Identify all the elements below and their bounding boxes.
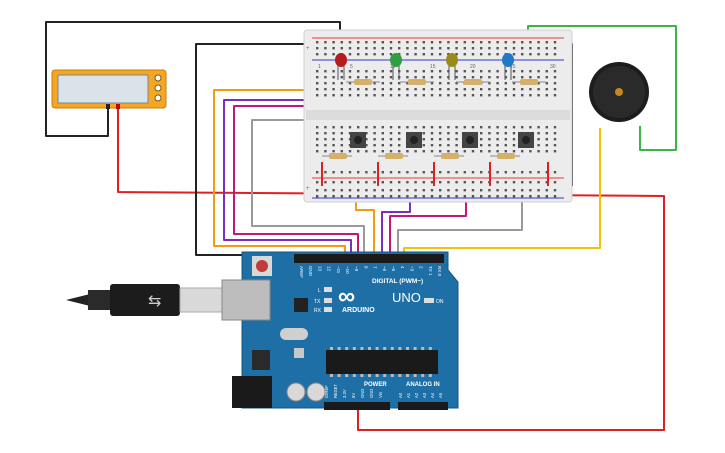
power-pin-label: IOREF: [324, 385, 329, 398]
col-label-5: 5: [350, 64, 353, 70]
digital-pin-label: 2: [419, 266, 424, 269]
power-pin-label: 3.3V: [342, 389, 347, 398]
wire-green-buzzer[interactable]: [527, 25, 677, 151]
arduino-brand: ARDUINO: [342, 307, 375, 314]
resistor-top-2[interactable]: [400, 79, 434, 85]
analog-pin-label: A3: [422, 392, 427, 398]
on-label: ON: [436, 299, 444, 305]
digital-pin-label: GND: [308, 266, 313, 277]
digital-pin-label: ~10: [345, 266, 350, 274]
arduino-uno: AREF GND 13 12 ~11 ~10 ~9 8 7 ~6 ~5 4 ~3 2 TX 1 RX 0 DI…: [221, 251, 459, 410]
capacitor-1: [286, 382, 306, 402]
power-pin-label: GND: [360, 389, 365, 398]
col-label-30: 30: [550, 64, 556, 70]
arduino-model: UNO: [392, 290, 421, 305]
chip-small: [294, 298, 308, 312]
power-pin-label: GND: [369, 389, 374, 398]
power-label: POWER: [364, 382, 387, 388]
capacitor-2: [306, 382, 326, 402]
tx-label: TX: [314, 299, 321, 305]
power-pin-label: 5V: [351, 393, 356, 398]
crystal: [280, 328, 308, 340]
resistor-top-4[interactable]: [512, 79, 546, 85]
voltage-regulator: [252, 350, 270, 370]
usb-port[interactable]: [221, 279, 271, 321]
led-yellow[interactable]: [446, 53, 458, 80]
resistor-top-1[interactable]: [346, 79, 380, 85]
rx-label: RX: [314, 308, 322, 314]
col-label-20: 20: [470, 64, 476, 70]
power-jack[interactable]: [232, 376, 272, 408]
wire-purple-1[interactable]: [223, 99, 430, 255]
resistor-bottom-2[interactable]: [378, 153, 408, 159]
wire-gray-btn[interactable]: [397, 176, 523, 255]
power-pin-label: RESET: [333, 384, 338, 398]
analog-pin-label: A0: [398, 392, 403, 398]
wire-black-lcd[interactable]: [45, 21, 341, 137]
digital-pin-label: 13: [317, 266, 322, 272]
analog-pin-label: A2: [414, 392, 419, 398]
digital-pin-label: 12: [327, 266, 332, 272]
resistor-bottom-4[interactable]: [490, 153, 520, 159]
led-green[interactable]: [390, 53, 402, 80]
pushbutton-4[interactable]: [518, 132, 534, 148]
resistor-bottom-3[interactable]: [434, 153, 464, 159]
l-led-label: L: [318, 288, 321, 294]
wire-orange-1[interactable]: [213, 89, 380, 255]
button-row: [321, 132, 549, 186]
usb-icon: ⇆: [148, 291, 161, 310]
power-pin-label: Vin: [378, 391, 383, 398]
col-label-1: 1: [318, 64, 321, 70]
digital-pin-label: TX 1: [428, 266, 433, 276]
pushbutton-3[interactable]: [462, 132, 478, 148]
analog-header[interactable]: [398, 402, 448, 410]
reset-button[interactable]: [252, 256, 272, 276]
digital-pin-label: ~5: [391, 266, 396, 272]
usb-cable: ⇆: [66, 284, 227, 316]
digital-pin-label: ~9: [354, 266, 359, 272]
analog-pin-label: A4: [430, 392, 435, 398]
svg-text:+: +: [306, 186, 310, 192]
digital-pin-label: AREF: [299, 266, 304, 278]
col-label-25: 25: [510, 64, 516, 70]
piezo-buzzer[interactable]: [589, 62, 649, 122]
digital-pin-label: 4: [400, 266, 405, 269]
analog-pin-label: A5: [438, 392, 443, 398]
buzzer-center-icon: [615, 88, 623, 96]
resistor-bottom-1[interactable]: [322, 153, 352, 159]
led-blue[interactable]: [502, 53, 514, 80]
lcd-display[interactable]: [51, 69, 167, 109]
digital-pin-label: RX 0: [437, 266, 442, 277]
digital-pin-label: ~6: [382, 266, 387, 272]
digital-pin-label: ~3: [409, 266, 414, 272]
wire-red-lcd[interactable]: [117, 106, 665, 431]
digital-pin-label: ~11: [336, 266, 341, 274]
col-label-15: 15: [430, 64, 436, 70]
analog-pin-label: A1: [406, 392, 411, 398]
resistor-top-3[interactable]: [456, 79, 490, 85]
pushbutton-2[interactable]: [406, 132, 422, 148]
pushbutton-1[interactable]: [350, 132, 366, 148]
led-row: [335, 53, 546, 85]
digital-header[interactable]: [294, 254, 444, 263]
arduino-infinity-logo: ∞: [338, 283, 355, 310]
lcd-knob-icon: [154, 74, 162, 82]
digital-pin-label: 8: [363, 266, 368, 269]
svg-text:+: +: [306, 46, 310, 52]
atmega-chip: [326, 350, 438, 374]
digital-pin-labels: AREF GND 13 12 ~11 ~10 ~9 8 7 ~6 ~5 4 ~3 2 TX 1 RX 0: [299, 266, 442, 278]
power-header[interactable]: [324, 402, 390, 410]
led-red[interactable]: [335, 53, 347, 80]
digital-header-label: DIGITAL (PWM~): [372, 278, 423, 285]
digital-pin-label: 7: [373, 266, 378, 269]
analog-label: ANALOG IN: [406, 382, 440, 388]
